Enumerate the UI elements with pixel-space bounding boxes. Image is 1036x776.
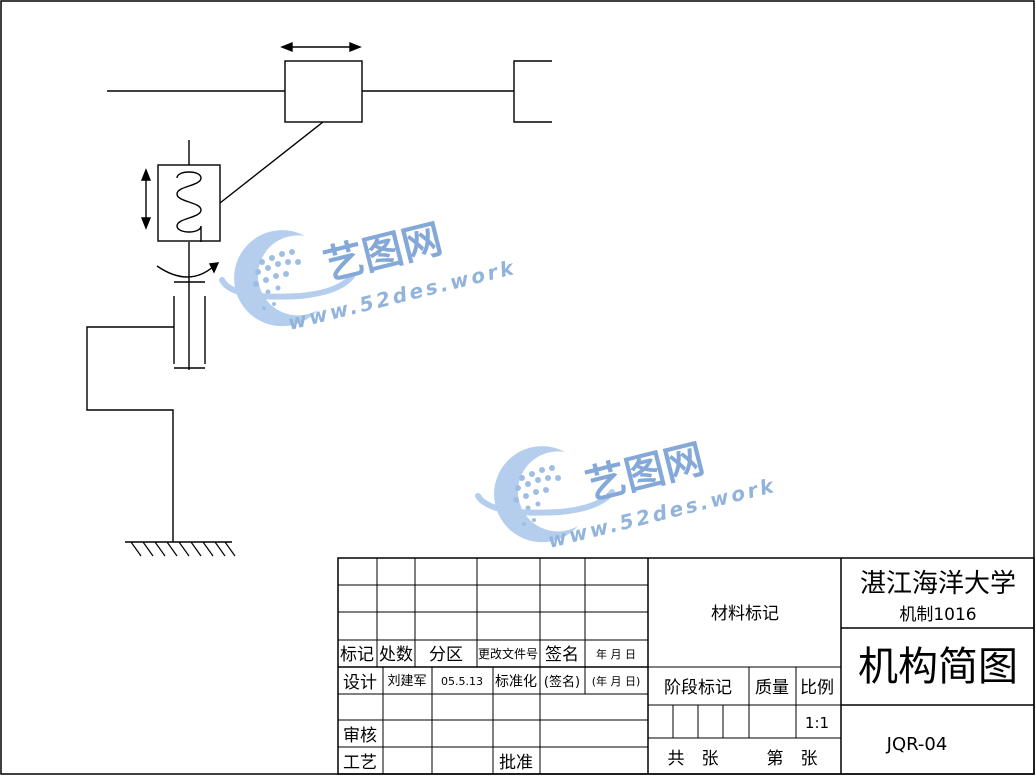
- spring-coil-icon: [176, 171, 202, 242]
- globe-logo-icon: [475, 446, 615, 543]
- stage-mark-label: 阶段标记: [664, 678, 732, 698]
- sheets-total: 共 张: [668, 749, 719, 769]
- mechanism-diagram: [86, 41, 552, 557]
- process-label: 工艺: [343, 753, 377, 773]
- rotation-arrow-icon: [156, 262, 220, 278]
- end-bracket: [513, 60, 552, 123]
- rev-header-zone: 分区: [429, 645, 463, 665]
- scale-value: 1:1: [805, 714, 829, 732]
- design-label: 设计: [343, 673, 377, 693]
- slider-block: [284, 60, 363, 123]
- standardization-label: 标准化: [495, 674, 537, 690]
- sheet-number: 第 张: [767, 749, 818, 769]
- watermark-middle: 艺图网 www.52des.work: [475, 436, 779, 553]
- approve-label: 批准: [499, 753, 533, 773]
- title-block: 湛江海洋大学 机制1016 机构简图 JQR-04 材料标记 阶段标记 质量 比…: [337, 557, 1035, 775]
- rev-header-mark: 标记: [340, 645, 374, 665]
- designer-name: 刘建军: [387, 674, 426, 689]
- class-name: 机制1016: [899, 605, 976, 625]
- spring-housing: [157, 164, 221, 242]
- university-name: 湛江海洋大学: [860, 569, 1016, 599]
- vertical-motion-arrow-icon: [140, 168, 152, 230]
- signature-placeholder: (签名): [544, 674, 580, 690]
- scale-label: 比例: [800, 678, 834, 698]
- rev-header-doc-no: 更改文件号: [478, 646, 538, 661]
- rev-header-signature: 签名: [545, 645, 579, 665]
- ground-hatch: [130, 541, 236, 557]
- globe-logo-icon: [219, 230, 355, 327]
- mass-label: 质量: [755, 678, 789, 698]
- design-date: 05.5.13: [441, 675, 483, 688]
- date-placeholder: (年 月 日): [592, 674, 641, 688]
- watermark-top: 艺图网 www.52des.work: [219, 216, 519, 335]
- rev-header-date: 年 月 日: [596, 647, 636, 661]
- rev-header-count: 处数: [379, 645, 413, 665]
- drawing-title: 机构简图: [858, 644, 1018, 690]
- horizontal-motion-arrow-icon: [280, 41, 362, 53]
- link-arm: [219, 121, 324, 204]
- material-mark: 材料标记: [711, 604, 779, 624]
- review-label: 审核: [343, 726, 377, 746]
- base-column: [86, 326, 174, 542]
- drawing-number: JQR-04: [886, 734, 948, 755]
